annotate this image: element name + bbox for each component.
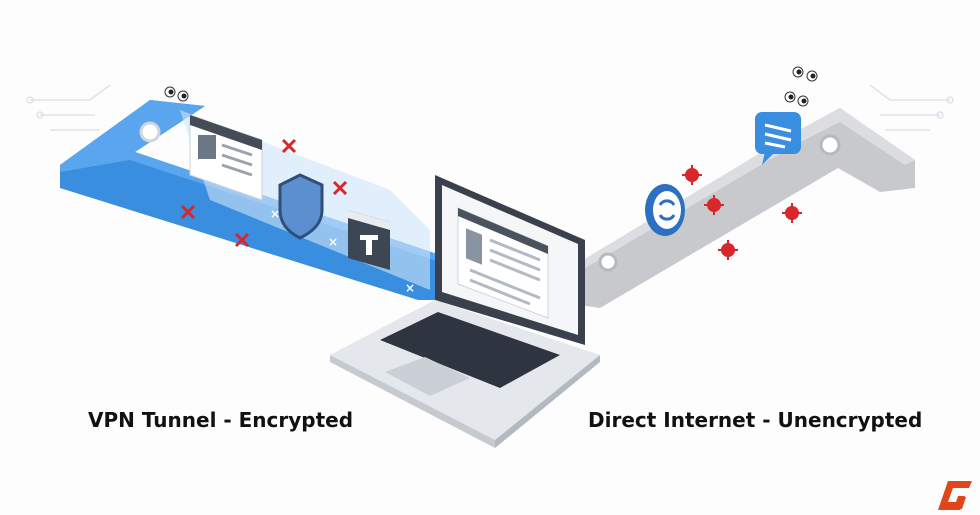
- shield-icon: [278, 173, 324, 240]
- chat-bubble-icon: [755, 112, 801, 165]
- node-icon: [819, 134, 841, 156]
- direct-internet-label: Direct Internet - Unencrypted: [588, 408, 923, 432]
- svg-text:×: ×: [270, 207, 280, 221]
- browser-window-icon: [189, 114, 263, 201]
- vpn-tunnel-label: VPN Tunnel - Encrypted: [88, 408, 354, 432]
- svg-text:×: ×: [405, 281, 415, 295]
- logo-icon: [938, 481, 972, 510]
- sync-icon: [645, 184, 685, 236]
- browser-window-icon: [348, 210, 390, 270]
- svg-text:×: ×: [328, 235, 338, 249]
- direct-path: [580, 108, 915, 308]
- circuit-lines-right: [869, 84, 954, 131]
- node-icon: [139, 121, 161, 143]
- circuit-lines-left: [26, 84, 111, 131]
- blocked-x-icons: [180, 138, 348, 248]
- svg-text:×: ×: [170, 146, 180, 160]
- node-icon: [598, 252, 618, 272]
- laptop-icon: [330, 175, 600, 448]
- virus-icons: [682, 165, 802, 260]
- tunnel-sparkles: × × × ×: [170, 146, 415, 295]
- watching-eyes-icon: [164, 66, 818, 107]
- vpn-tunnel: [60, 100, 440, 300]
